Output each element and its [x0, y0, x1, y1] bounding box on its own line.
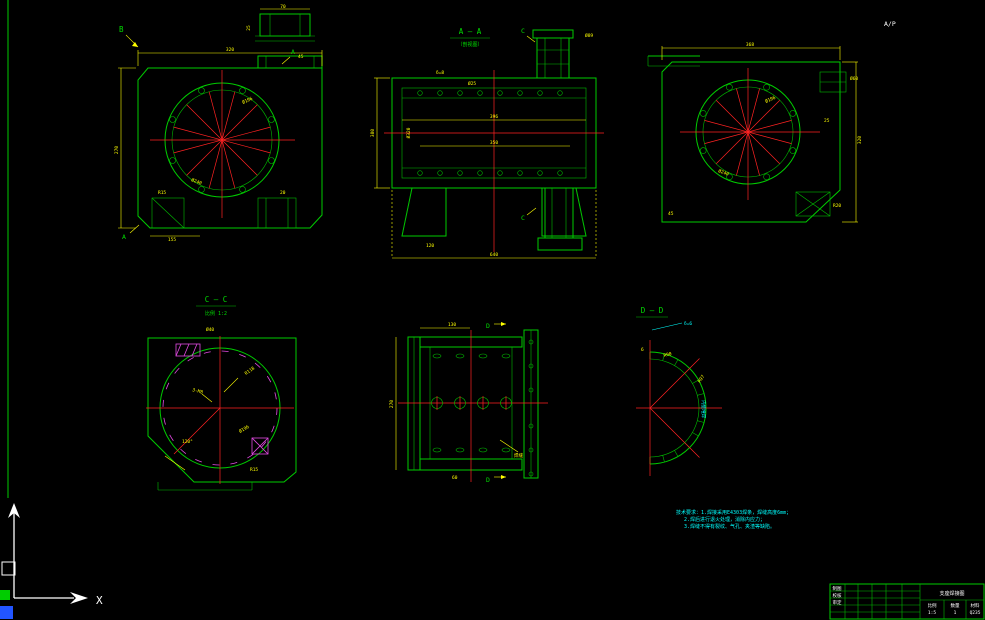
note-line: 技术要求：1.焊接采用E4303焊条，焊缝高度6mm；: [676, 509, 791, 516]
view-title: A — A: [459, 27, 482, 36]
dim-label: Ø25: [468, 80, 476, 87]
section-letter-a-bottom: A: [122, 233, 126, 241]
view-side: D D 270 130 60 焊缝: [389, 322, 548, 484]
view-section-aa: A — A （剖视图） Ø89 C 396 350 Ø320 δ=8: [370, 27, 604, 259]
dim-label: 640: [490, 252, 498, 258]
view-section-dd: D — D δ=6 R97 R90 6 内壁堆焊: [636, 306, 722, 476]
note-line: 2.焊后进行退火处理，消除内应力；: [684, 516, 765, 523]
section-letter-c-top: C: [521, 27, 525, 35]
dim-label: 130: [448, 322, 456, 328]
dim-label: 6: [641, 347, 644, 353]
title-block-cell: 审定: [833, 599, 842, 606]
dim-label: R15: [158, 190, 166, 196]
section-letter-b: B: [119, 25, 124, 34]
dim-label: δ=8: [436, 70, 444, 76]
title-block-cell: 校核: [833, 592, 842, 599]
dim-label: 320: [857, 136, 863, 144]
title-block-cell: 制图: [833, 585, 842, 592]
dim-label: 120: [426, 243, 434, 249]
view-title: C — C: [205, 295, 228, 304]
dim-label: 70: [280, 4, 286, 10]
dim-label: 155: [168, 237, 176, 243]
dim-label: 368: [746, 42, 754, 48]
taskbar-blue-swatch[interactable]: [0, 606, 13, 619]
dim-label: R20: [833, 203, 841, 209]
ucs-x-arrowhead: [70, 592, 88, 604]
weld-leader-label: 焊缝: [514, 452, 523, 459]
dim-label: Ø40: [206, 326, 214, 333]
dim-label: Ø320: [405, 127, 412, 138]
dim-label: 25: [824, 118, 830, 124]
dim-label: R97: [697, 374, 707, 384]
technical-notes: 技术要求：1.焊接采用E4303焊条，焊缝高度6mm； 2.焊后进行退火处理，消…: [676, 509, 791, 530]
ucs-y-arrowhead: [8, 503, 20, 518]
title-block-cell: 1: [954, 610, 957, 616]
section-letter-d-bottom: D: [486, 476, 490, 484]
dim-label: Ø60: [850, 75, 858, 82]
title-block-cell: 1:5: [928, 610, 936, 616]
dim-label: 270: [389, 400, 395, 408]
view-subtitle: （剖视图）: [457, 41, 482, 48]
section-letter-d-top: D: [486, 322, 490, 330]
surface-note: 内壁堆焊: [700, 400, 707, 418]
dim-label: R90: [663, 351, 673, 359]
title-block-cell: 比例: [928, 602, 937, 609]
dim-label: Ø240: [717, 167, 730, 177]
title-block: 支座焊接图 制图 校核 审定 比例 1:5 数量 1 材料 Q235: [829, 583, 985, 620]
ucs-origin-box: [1, 561, 16, 576]
dim-label: Ø196: [764, 94, 777, 105]
section-letter-a-top: A: [291, 48, 295, 56]
title-block-cell: 材料: [971, 602, 980, 609]
view-section-cc: C — C 比例 1:2 R118 3-M8 Ø196 120° Ø40 R15: [146, 295, 297, 491]
view-subtitle: 比例 1:2: [205, 310, 227, 317]
dim-label: 396: [490, 114, 498, 120]
title-block-cell: 数量: [951, 602, 960, 609]
part-name: 支座焊接图: [939, 590, 964, 597]
view-front-left: 70 25 320 270 Ø196: [114, 4, 323, 243]
corner-label: A/P: [884, 20, 896, 28]
dim-label: R118: [244, 365, 257, 376]
dim-label: Ø196: [241, 95, 254, 106]
ucs-icon: X: [1, 503, 103, 607]
section-letter-c-bottom: C: [521, 214, 525, 222]
dim-label: 380: [370, 129, 376, 137]
dim-label: 270: [114, 146, 120, 154]
thickness-label: δ=6: [684, 321, 692, 327]
dim-label: Ø89: [585, 32, 593, 39]
view-title: D — D: [641, 306, 664, 315]
dim-label: 45: [298, 54, 304, 60]
dim-label: R15: [250, 467, 258, 473]
dim-label: 60: [452, 475, 458, 481]
dim-label: 350: [490, 140, 498, 146]
dim-label: 25: [246, 25, 252, 31]
view-front-right: 368 320 Ø196 Ø240 Ø60 R20 45 25: [647, 42, 863, 223]
ucs-x-label: X: [96, 594, 103, 607]
taskbar-green-swatch[interactable]: [0, 590, 10, 600]
note-line: 3.焊缝不得有裂纹、气孔、夹渣等缺陷。: [684, 523, 775, 530]
dim-label: 320: [226, 47, 234, 53]
title-block-cell: Q235: [970, 610, 981, 616]
dim-label: Ø196: [238, 423, 251, 435]
dim-label: Ø240: [190, 176, 203, 186]
dim-label: 3-M8: [191, 387, 203, 396]
dim-label: 120°: [182, 439, 193, 445]
dim-label: 45: [668, 211, 674, 217]
dim-label: 20: [280, 190, 286, 196]
